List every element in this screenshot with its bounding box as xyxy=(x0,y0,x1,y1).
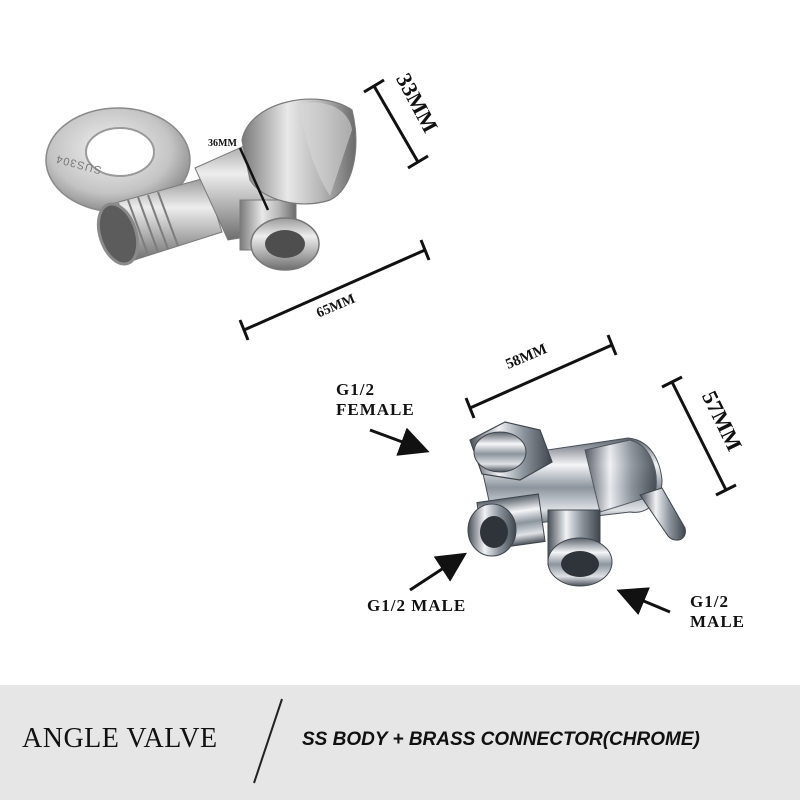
t-connector xyxy=(467,421,686,587)
label-top-female-line1: G1/2 xyxy=(336,380,375,399)
label-bottom-right-male-line2: MALE xyxy=(690,611,745,631)
footer-banner: ANGLE VALVE SS BODY + BRASS CONNECTOR(CH… xyxy=(0,685,800,800)
label-bottom-right-male: G1/2 MALE xyxy=(690,592,745,631)
valve-inlet-thread xyxy=(96,177,223,266)
bottom-male-outlet xyxy=(547,509,613,587)
female-hex-nut xyxy=(469,421,553,481)
valve-flange xyxy=(45,107,191,213)
footer-product-name: ANGLE VALVE xyxy=(22,723,218,754)
shutoff-lever xyxy=(639,487,686,541)
label-bottom-left-male: G1/2 MALE xyxy=(367,596,467,615)
left-male-outlet xyxy=(467,493,546,557)
footer-divider-slash xyxy=(253,698,283,784)
pointer-arrows xyxy=(369,427,671,616)
footer-material-description: SS BODY + BRASS CONNECTOR(CHROME) xyxy=(302,729,700,750)
label-top-female: G1/2 FEMALE xyxy=(336,380,415,419)
valve-handle xyxy=(241,98,357,205)
angle-valve xyxy=(45,98,357,271)
valve-outlet xyxy=(239,199,320,271)
label-top-female-line2: FEMALE xyxy=(336,399,415,419)
dimension-valve-diameter: 36MM xyxy=(208,138,237,149)
dimension-lines xyxy=(238,78,737,497)
label-bottom-right-male-line1: G1/2 xyxy=(690,592,729,611)
